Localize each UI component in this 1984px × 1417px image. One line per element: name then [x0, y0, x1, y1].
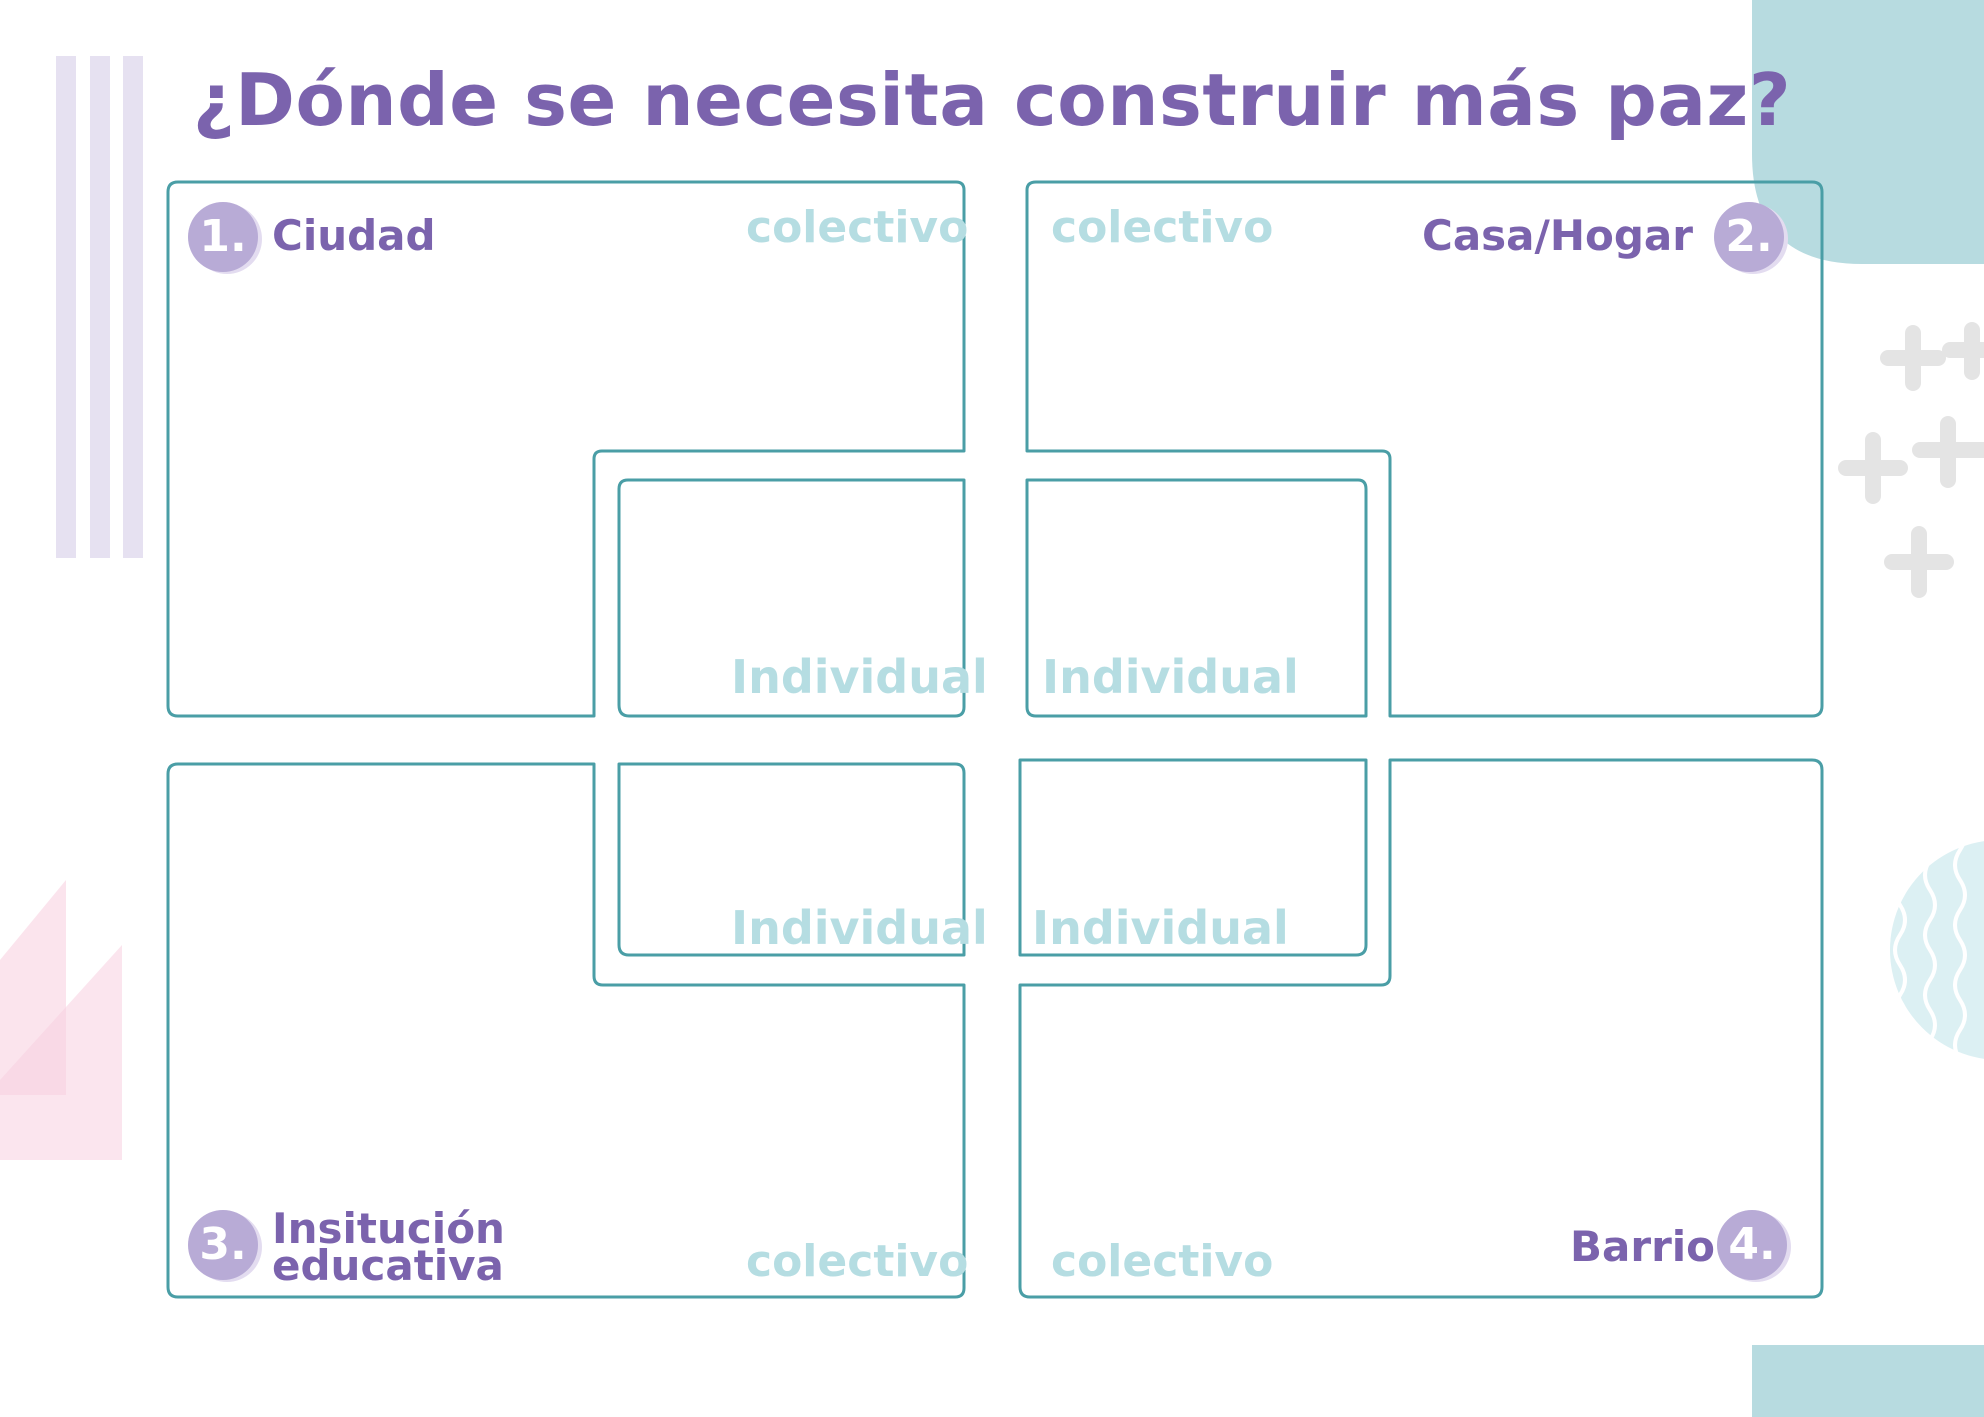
- teal-bottom-strip: [1752, 1345, 1984, 1417]
- individual-label: Individual: [731, 901, 988, 955]
- colectivo-label: colectivo: [746, 1236, 969, 1287]
- individual-label: Individual: [1032, 901, 1289, 955]
- quadrant-title-ciudad: Ciudad: [272, 211, 436, 260]
- frame-casa-individual: [1025, 478, 1368, 718]
- pink-triangle: [0, 945, 122, 1160]
- frame-educativa-individual: [617, 762, 966, 957]
- individual-label: Individual: [731, 650, 988, 704]
- quadrant-number-badge: 2.: [1714, 202, 1784, 272]
- quadrant-number-badge: 3.: [188, 1210, 258, 1280]
- colectivo-label: colectivo: [746, 202, 969, 253]
- wavy-lines: [1893, 818, 1967, 1092]
- quadrant-title-casa-hogar: Casa/Hogar: [1422, 211, 1693, 260]
- cross-pattern: [1838, 322, 1984, 598]
- page-title: ¿Dónde se necesita construir más paz?: [192, 58, 1792, 142]
- quadrant-number-badge: 4.: [1717, 1210, 1787, 1280]
- colectivo-label: colectivo: [1051, 1236, 1274, 1287]
- colectivo-label: colectivo: [1051, 202, 1274, 253]
- frame-casa-colectivo: [1025, 180, 1824, 718]
- quadrant-number-badge: 1.: [188, 202, 258, 272]
- frame-barrio-individual: [1018, 758, 1368, 957]
- lavender-stripe: [56, 56, 76, 558]
- quadrant-title-line2: educativa: [272, 1241, 504, 1290]
- quadrant-title-barrio: Barrio: [1570, 1222, 1716, 1271]
- lavender-stripe: [123, 56, 143, 558]
- teal-corner-shape: [1752, 0, 1984, 264]
- frame-educativa-colectivo: [166, 762, 966, 1299]
- frame-ciudad-colectivo: [166, 180, 966, 718]
- frame-ciudad-individual: [617, 478, 966, 718]
- lavender-stripe: [90, 56, 110, 558]
- quadrant-title-line1: Insitución: [272, 1204, 505, 1253]
- frame-barrio-colectivo: [1018, 758, 1824, 1299]
- individual-label: Individual: [1042, 650, 1299, 704]
